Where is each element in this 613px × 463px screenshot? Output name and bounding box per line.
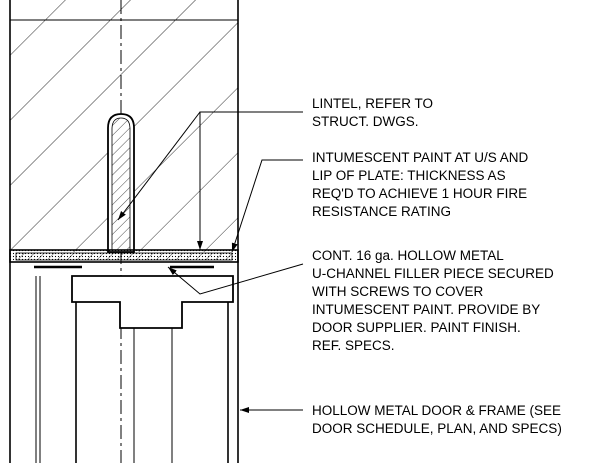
note-u-channel: CONT. 16 ga. HOLLOW METAL U-CHANNEL FILL…: [312, 248, 558, 353]
lintel-stem: [107, 113, 135, 253]
leader-u-channel: [167, 263, 304, 295]
leader-lintel: [117, 111, 303, 250]
note-door-frame: HOLLOW METAL DOOR & FRAME (SEE DOOR SCHE…: [312, 403, 565, 436]
leader-intumescent: [231, 159, 303, 253]
lintel-plate: [9, 249, 239, 263]
note-intumescent: INTUMESCENT PAINT AT U/S AND LIP OF PLAT…: [312, 150, 532, 219]
note-lintel: LINTEL, REFER TO STRUCT. DWGS.: [312, 96, 437, 129]
